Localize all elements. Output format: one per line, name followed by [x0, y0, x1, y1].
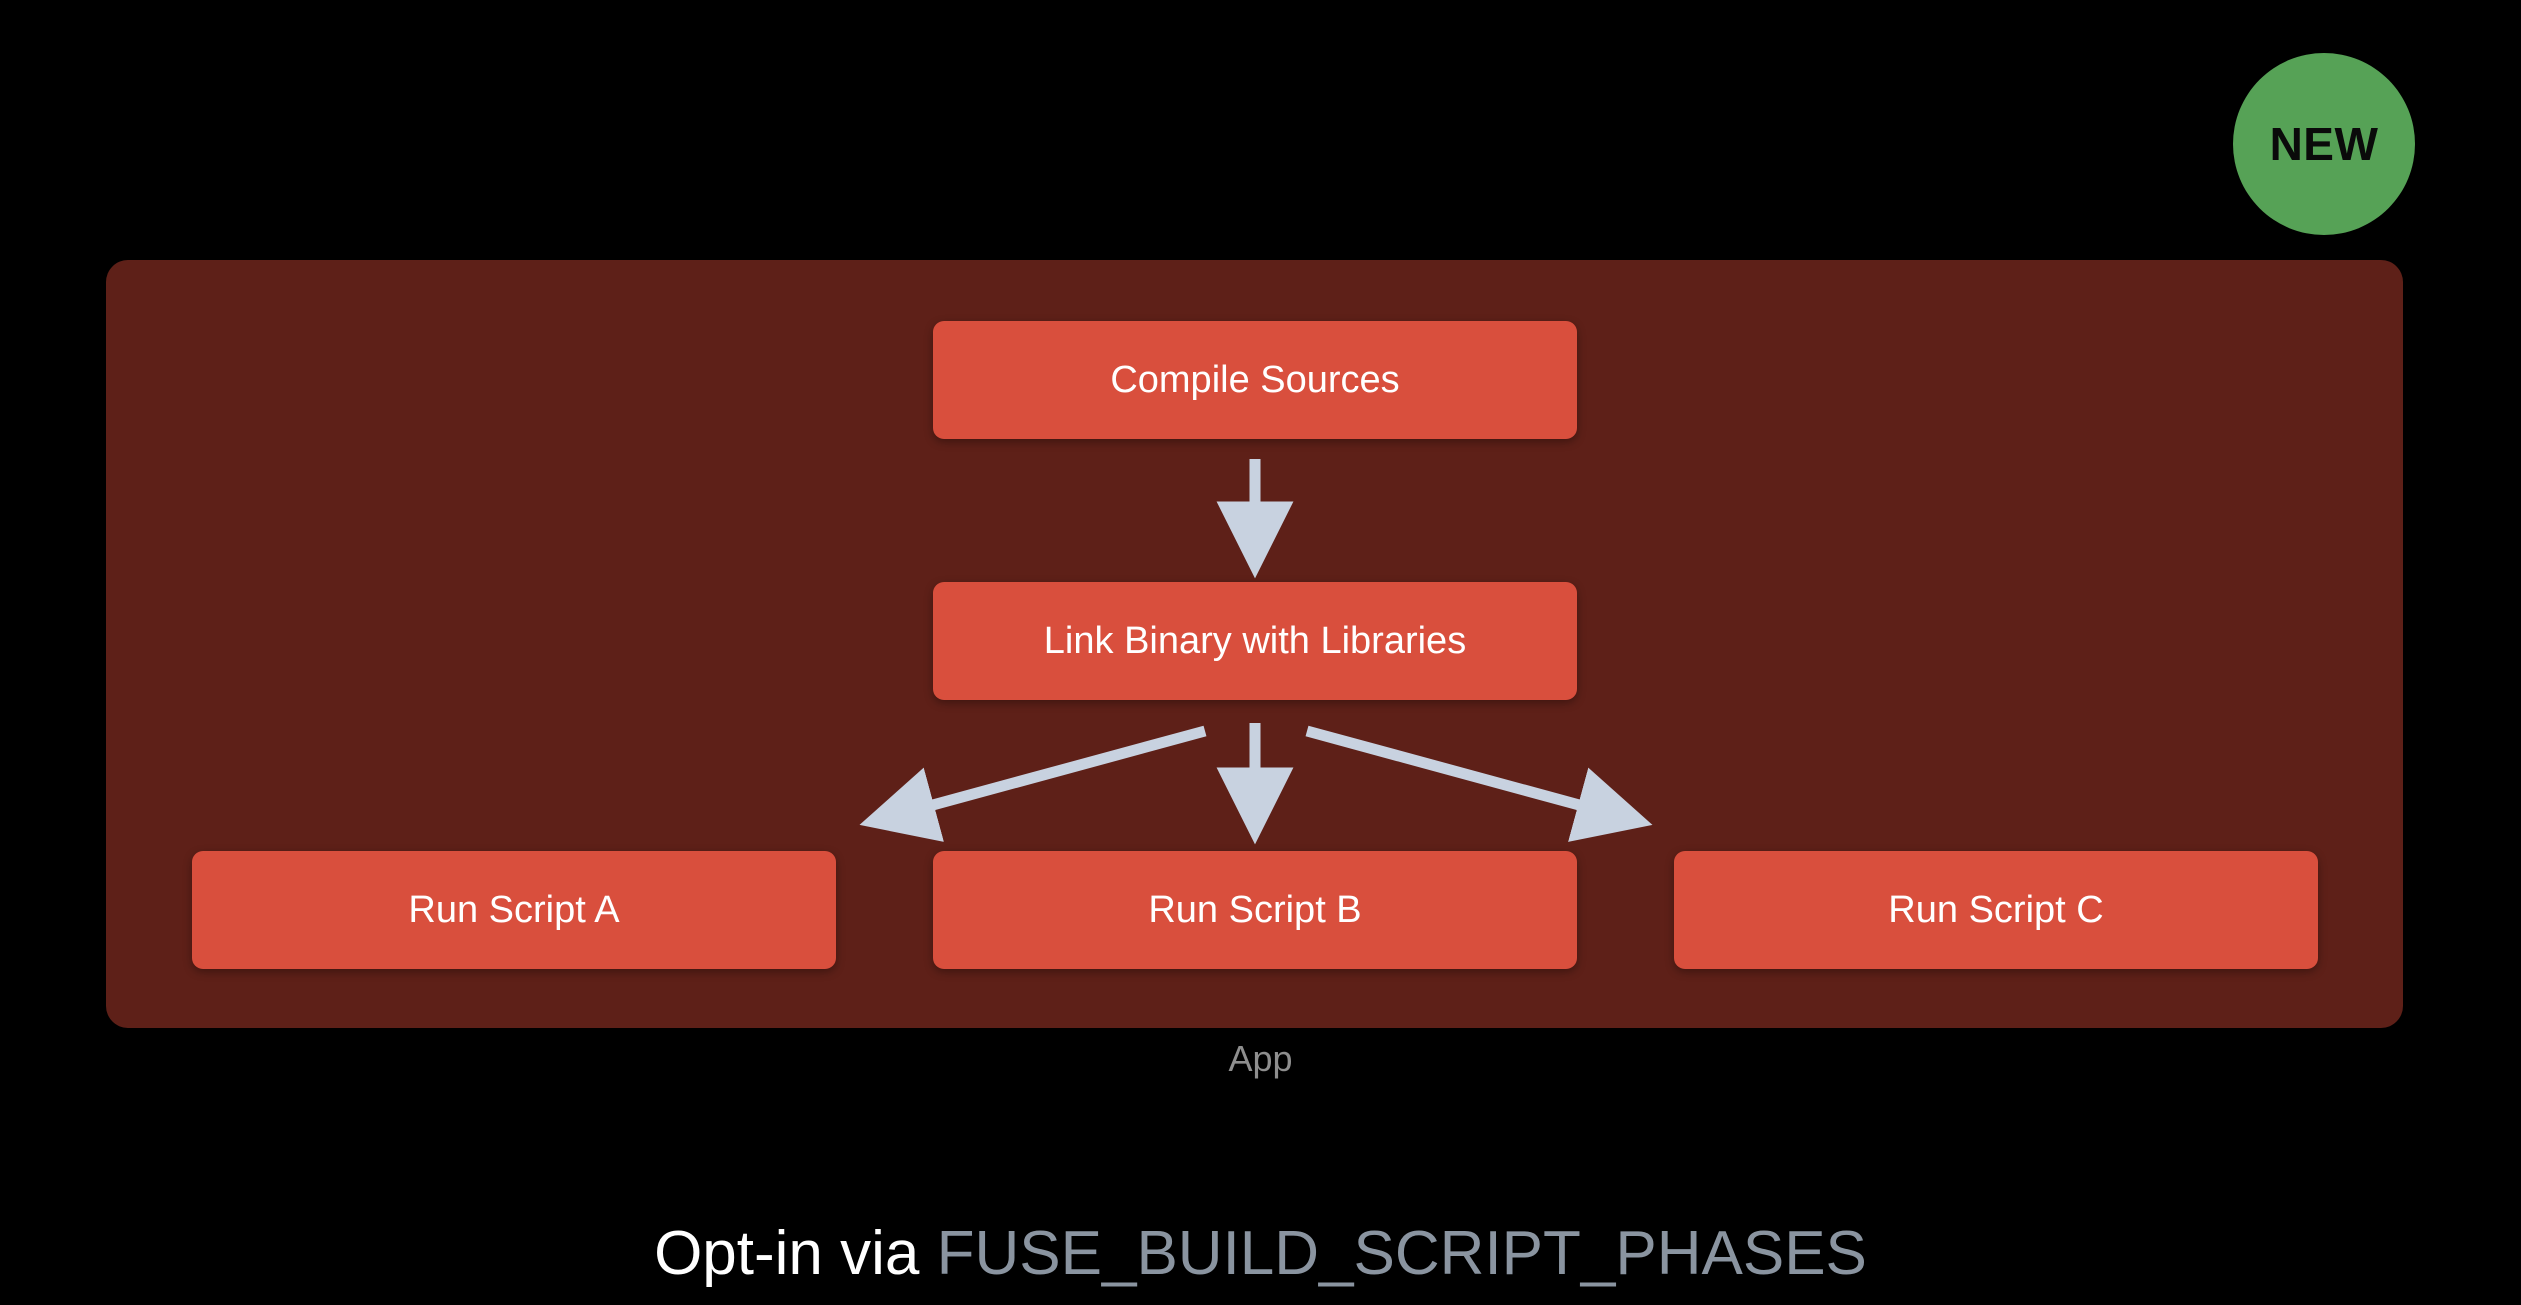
build-phase-label: Run Script C	[1888, 888, 2104, 931]
build-phase-label: Link Binary with Libraries	[1043, 619, 1467, 662]
build-phase-label: Run Script B	[1148, 888, 1362, 931]
build-phase-link-binary[interactable]: Link Binary with Libraries	[933, 582, 1577, 700]
build-phase-label: Run Script A	[408, 888, 620, 931]
new-badge-label: NEW	[2269, 118, 2379, 170]
app-container-caption: App	[1228, 1038, 1293, 1079]
new-badge-icon: NEW	[2233, 53, 2415, 235]
footer-opt-in-line: Opt-in via FUSE_BUILD_SCRIPT_PHASES	[0, 1218, 2521, 1289]
build-phase-run-script-a[interactable]: Run Script A	[192, 851, 836, 969]
footer-setting-name: FUSE_BUILD_SCRIPT_PHASES	[936, 1219, 1867, 1288]
build-phase-run-script-c[interactable]: Run Script C	[1674, 851, 2318, 969]
build-phase-run-script-b[interactable]: Run Script B	[933, 851, 1577, 969]
build-phase-compile-sources[interactable]: Compile Sources	[933, 321, 1577, 439]
build-phase-label: Compile Sources	[1110, 358, 1400, 401]
footer-lead-text: Opt-in via	[654, 1219, 937, 1288]
